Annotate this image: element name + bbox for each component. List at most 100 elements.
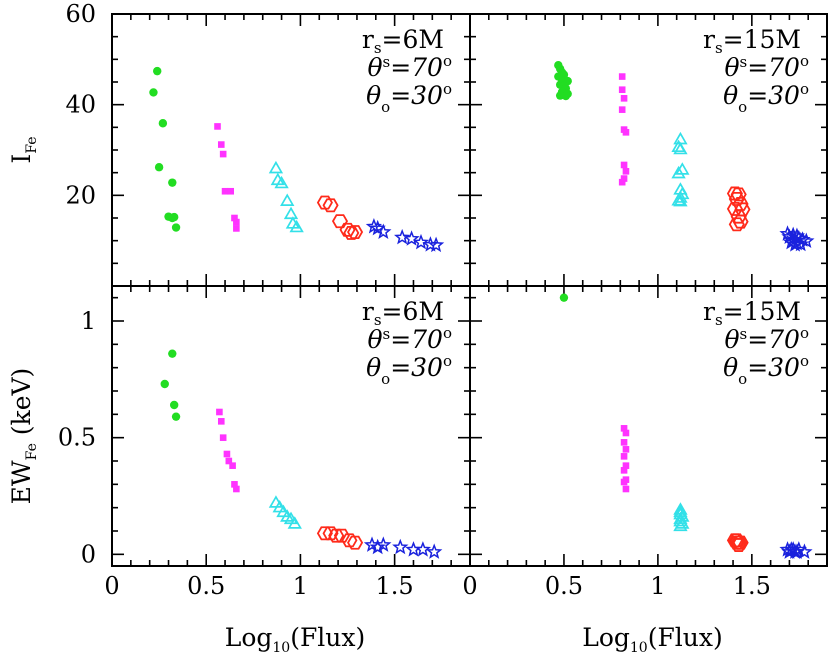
data-point-dot [561,91,571,101]
data-point-star [427,236,445,253]
panel-frame-bottom-right [469,285,828,567]
x-tick-label: 1.5 [376,572,414,600]
y-tick-label: 0.5 [58,424,96,452]
data-point-hexagon [732,196,749,211]
data-point-triangle [280,193,295,206]
data-point-star [375,536,392,552]
data-point-star [414,541,432,557]
data-point-hexagon [316,195,333,210]
data-point-square [217,141,225,148]
data-point-square [233,225,240,232]
data-point-star [785,541,802,557]
data-point-hexagon [732,535,749,550]
data-point-square [223,450,231,458]
data-point-square [622,168,630,175]
annotation-theta-o: θo=30o [366,352,452,388]
data-point-hexagon [322,198,339,213]
data-point-square [618,73,626,80]
data-point-square [231,481,238,488]
data-point-star [394,228,411,245]
data-point-star [375,223,392,239]
text-labels: 204060IFers=6Mθs=70oθo=30ors=15Mθs=70oθo… [7,0,809,656]
data-point-square [620,439,628,446]
data-point-dot [171,412,181,421]
data-point-triangle [673,518,688,532]
annotation-theta-o: θo=30o [366,80,452,116]
data-point-square [622,446,630,453]
data-point-star [412,233,430,250]
data-point-hexagon [730,538,747,552]
annotation-theta-s: θs=70o [367,324,452,354]
y-axis-label: EWFe (keV) [7,368,40,505]
data-point-dot [559,293,569,302]
data-point-square [620,175,628,182]
data-point-square [620,425,628,432]
data-point-square [618,106,626,113]
data-point-hexagon [333,528,350,543]
data-point-square [620,161,628,169]
annotation-rs: rs=6M [362,297,444,329]
data-point-triangle [268,160,284,174]
annotation-theta-o: θo=30o [723,80,809,116]
x-tick-label: 1.5 [733,572,771,600]
data-point-dot [154,163,164,172]
data-point-square [620,478,628,486]
data-point-square [622,485,630,493]
data-point-triangle [274,175,289,189]
data-point-hexagon [728,217,745,232]
data-point-square [217,418,225,425]
data-point-square [216,408,223,416]
y-tick-label: 40 [65,91,96,119]
y-tick-label: 0 [81,540,96,568]
data-point-star [796,543,813,559]
data-point-dot [149,88,158,97]
data-point-triangle [673,141,688,155]
data-point-triangle [673,193,688,207]
y-tick-label: 20 [65,181,96,209]
data-point-square [231,214,238,222]
data-point-triangle [283,206,299,220]
y-tick-label: 1 [81,307,96,335]
data-point-square [219,434,227,441]
data-point-square [620,467,628,474]
data-point-square [225,457,233,465]
annotation-rs: rs=6M [362,25,444,57]
data-point-dot [171,223,181,232]
data-point-hexagon [322,526,339,541]
x-tick-label: 1 [650,572,665,600]
data-point-hexagon [341,533,358,548]
data-point-hexagon [728,533,745,548]
data-point-square [620,453,628,460]
data-point-star [403,230,420,246]
data-point-hexagon [331,214,349,229]
data-point-square [233,218,240,226]
data-point-square [219,150,227,158]
data-point-star [369,538,386,555]
x-axis-label: Log10(Flux) [225,623,366,656]
x-tick-label: 0.5 [545,572,583,600]
data-point-square [233,485,240,493]
data-point-triangle [671,193,686,206]
axis-ticks [111,13,828,566]
x-axis-label: Log10(Flux) [582,623,723,656]
data-point-square [622,129,630,136]
x-tick-label: 0 [462,572,477,600]
y-axis-label: IFe [7,136,40,163]
data-point-triangle [289,219,304,233]
data-point-square [620,95,628,102]
data-point-star [392,538,409,555]
data-point-dot [168,349,177,358]
x-tick-label: 0 [104,572,119,600]
panel-frames [111,13,828,567]
data-point-dot [168,178,177,187]
annotation-theta-s: θs=70o [724,52,809,82]
annotation-theta-s: θs=70o [367,52,452,82]
x-tick-label: 0.5 [187,572,225,600]
data-point-hexagon [732,214,749,229]
data-point-dot [153,66,162,76]
data-point-star [426,543,443,559]
annotation-theta-o: θo=30o [723,352,809,388]
data-point-dot [168,213,177,223]
data-point-dot [158,119,168,128]
